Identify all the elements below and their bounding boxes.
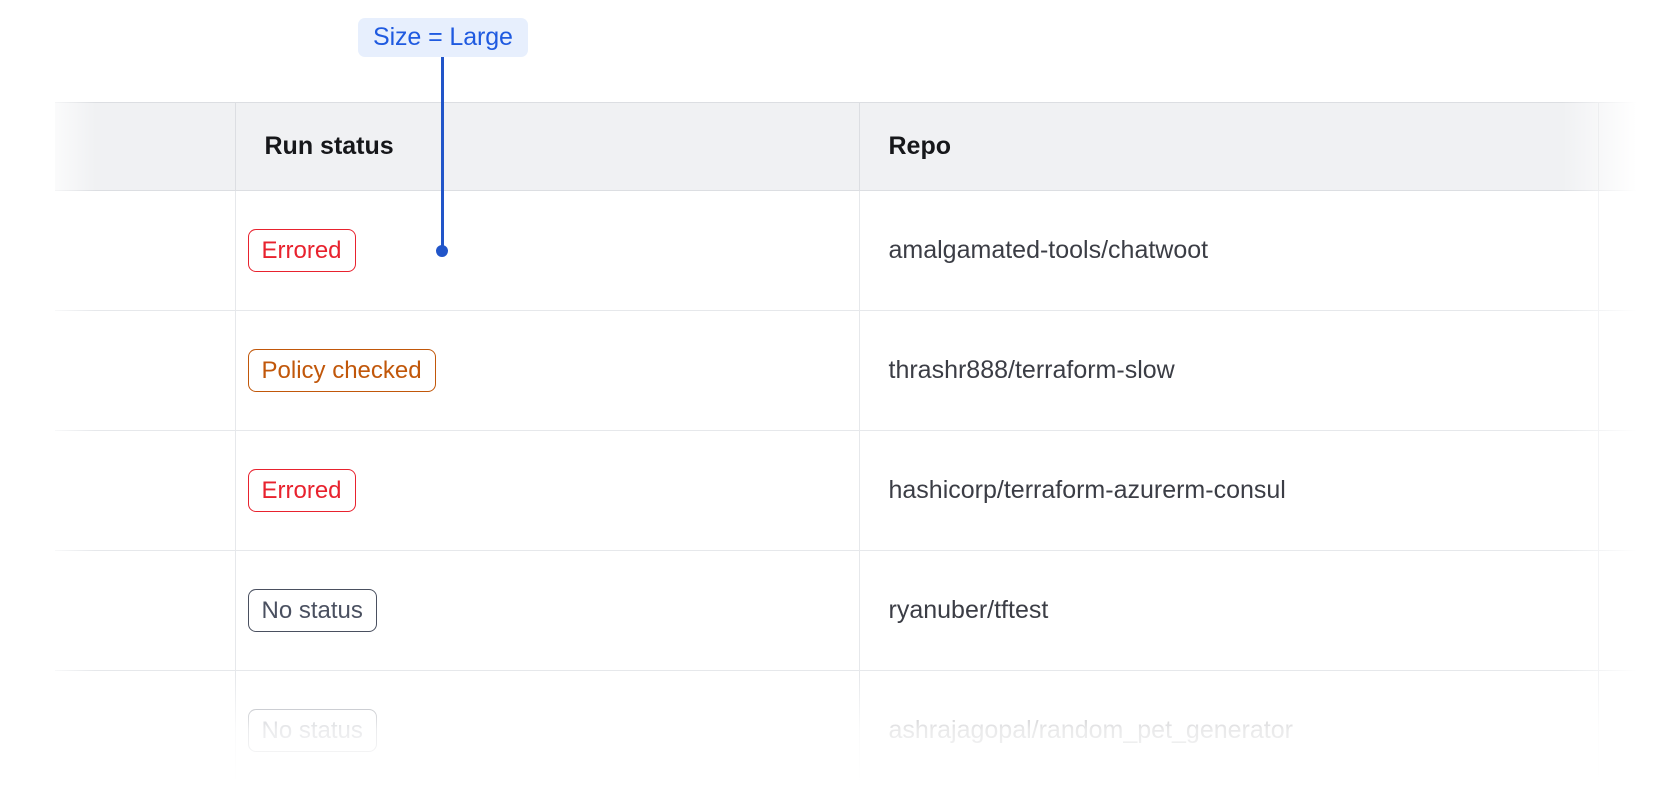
row-spacer-cell bbox=[55, 431, 235, 551]
row-extra-cell bbox=[1598, 431, 1672, 551]
column-header-extra bbox=[1598, 103, 1672, 191]
status-badge[interactable]: Policy checked bbox=[248, 349, 436, 392]
repo-cell[interactable]: hashicorp/terraform-azurerm-consul bbox=[859, 431, 1598, 551]
status-badge[interactable]: No status bbox=[248, 709, 377, 752]
row-spacer-cell bbox=[55, 311, 235, 431]
status-badge[interactable]: Errored bbox=[248, 229, 356, 272]
row-spacer-cell bbox=[55, 671, 235, 788]
row-extra-cell bbox=[1598, 671, 1672, 788]
row-spacer-cell bbox=[55, 191, 235, 311]
row-extra-cell bbox=[1598, 191, 1672, 311]
table-row[interactable]: Errored amalgamated-tools/chatwoot bbox=[55, 191, 1672, 311]
run-status-cell: No status bbox=[235, 671, 859, 788]
runs-table-container: Run status Repo Errored amalgamated-tools… bbox=[55, 102, 1672, 788]
status-badge[interactable]: No status bbox=[248, 589, 377, 632]
table-header-row: Run status Repo bbox=[55, 103, 1672, 191]
row-extra-cell bbox=[1598, 551, 1672, 671]
row-extra-cell bbox=[1598, 311, 1672, 431]
table-row[interactable]: Policy checked thrashr888/terraform-slow bbox=[55, 311, 1672, 431]
top-fade-mask bbox=[0, 0, 1672, 96]
repo-cell[interactable]: thrashr888/terraform-slow bbox=[859, 311, 1598, 431]
table-header: Run status Repo bbox=[55, 103, 1672, 191]
table-row[interactable]: No status ryanuber/tftest bbox=[55, 551, 1672, 671]
repo-cell[interactable]: amalgamated-tools/chatwoot bbox=[859, 191, 1598, 311]
run-status-cell: Errored bbox=[235, 431, 859, 551]
run-status-cell: Errored bbox=[235, 191, 859, 311]
repo-cell[interactable]: ryanuber/tftest bbox=[859, 551, 1598, 671]
status-badge[interactable]: Errored bbox=[248, 469, 356, 512]
column-header-run-status[interactable]: Run status bbox=[235, 103, 859, 191]
table-body: Erroredamalgamated-tools/chatwootPolicy … bbox=[55, 191, 1672, 788]
run-status-cell: Policy checked bbox=[235, 311, 859, 431]
repo-cell[interactable]: ashrajagopal/random_pet_generator bbox=[859, 671, 1598, 788]
column-header-spacer bbox=[55, 103, 235, 191]
table-row[interactable]: No status ashrajagopal/random_pet_generat… bbox=[55, 671, 1672, 788]
column-header-repo[interactable]: Repo bbox=[859, 103, 1598, 191]
row-spacer-cell bbox=[55, 551, 235, 671]
annotation-badge[interactable]: Size = Large bbox=[358, 18, 528, 57]
table-row[interactable]: Errored hashicorp/terraform-azurerm-consu… bbox=[55, 431, 1672, 551]
run-status-cell: No status bbox=[235, 551, 859, 671]
runs-table: Run status Repo Errored amalgamated-tools… bbox=[55, 102, 1672, 788]
